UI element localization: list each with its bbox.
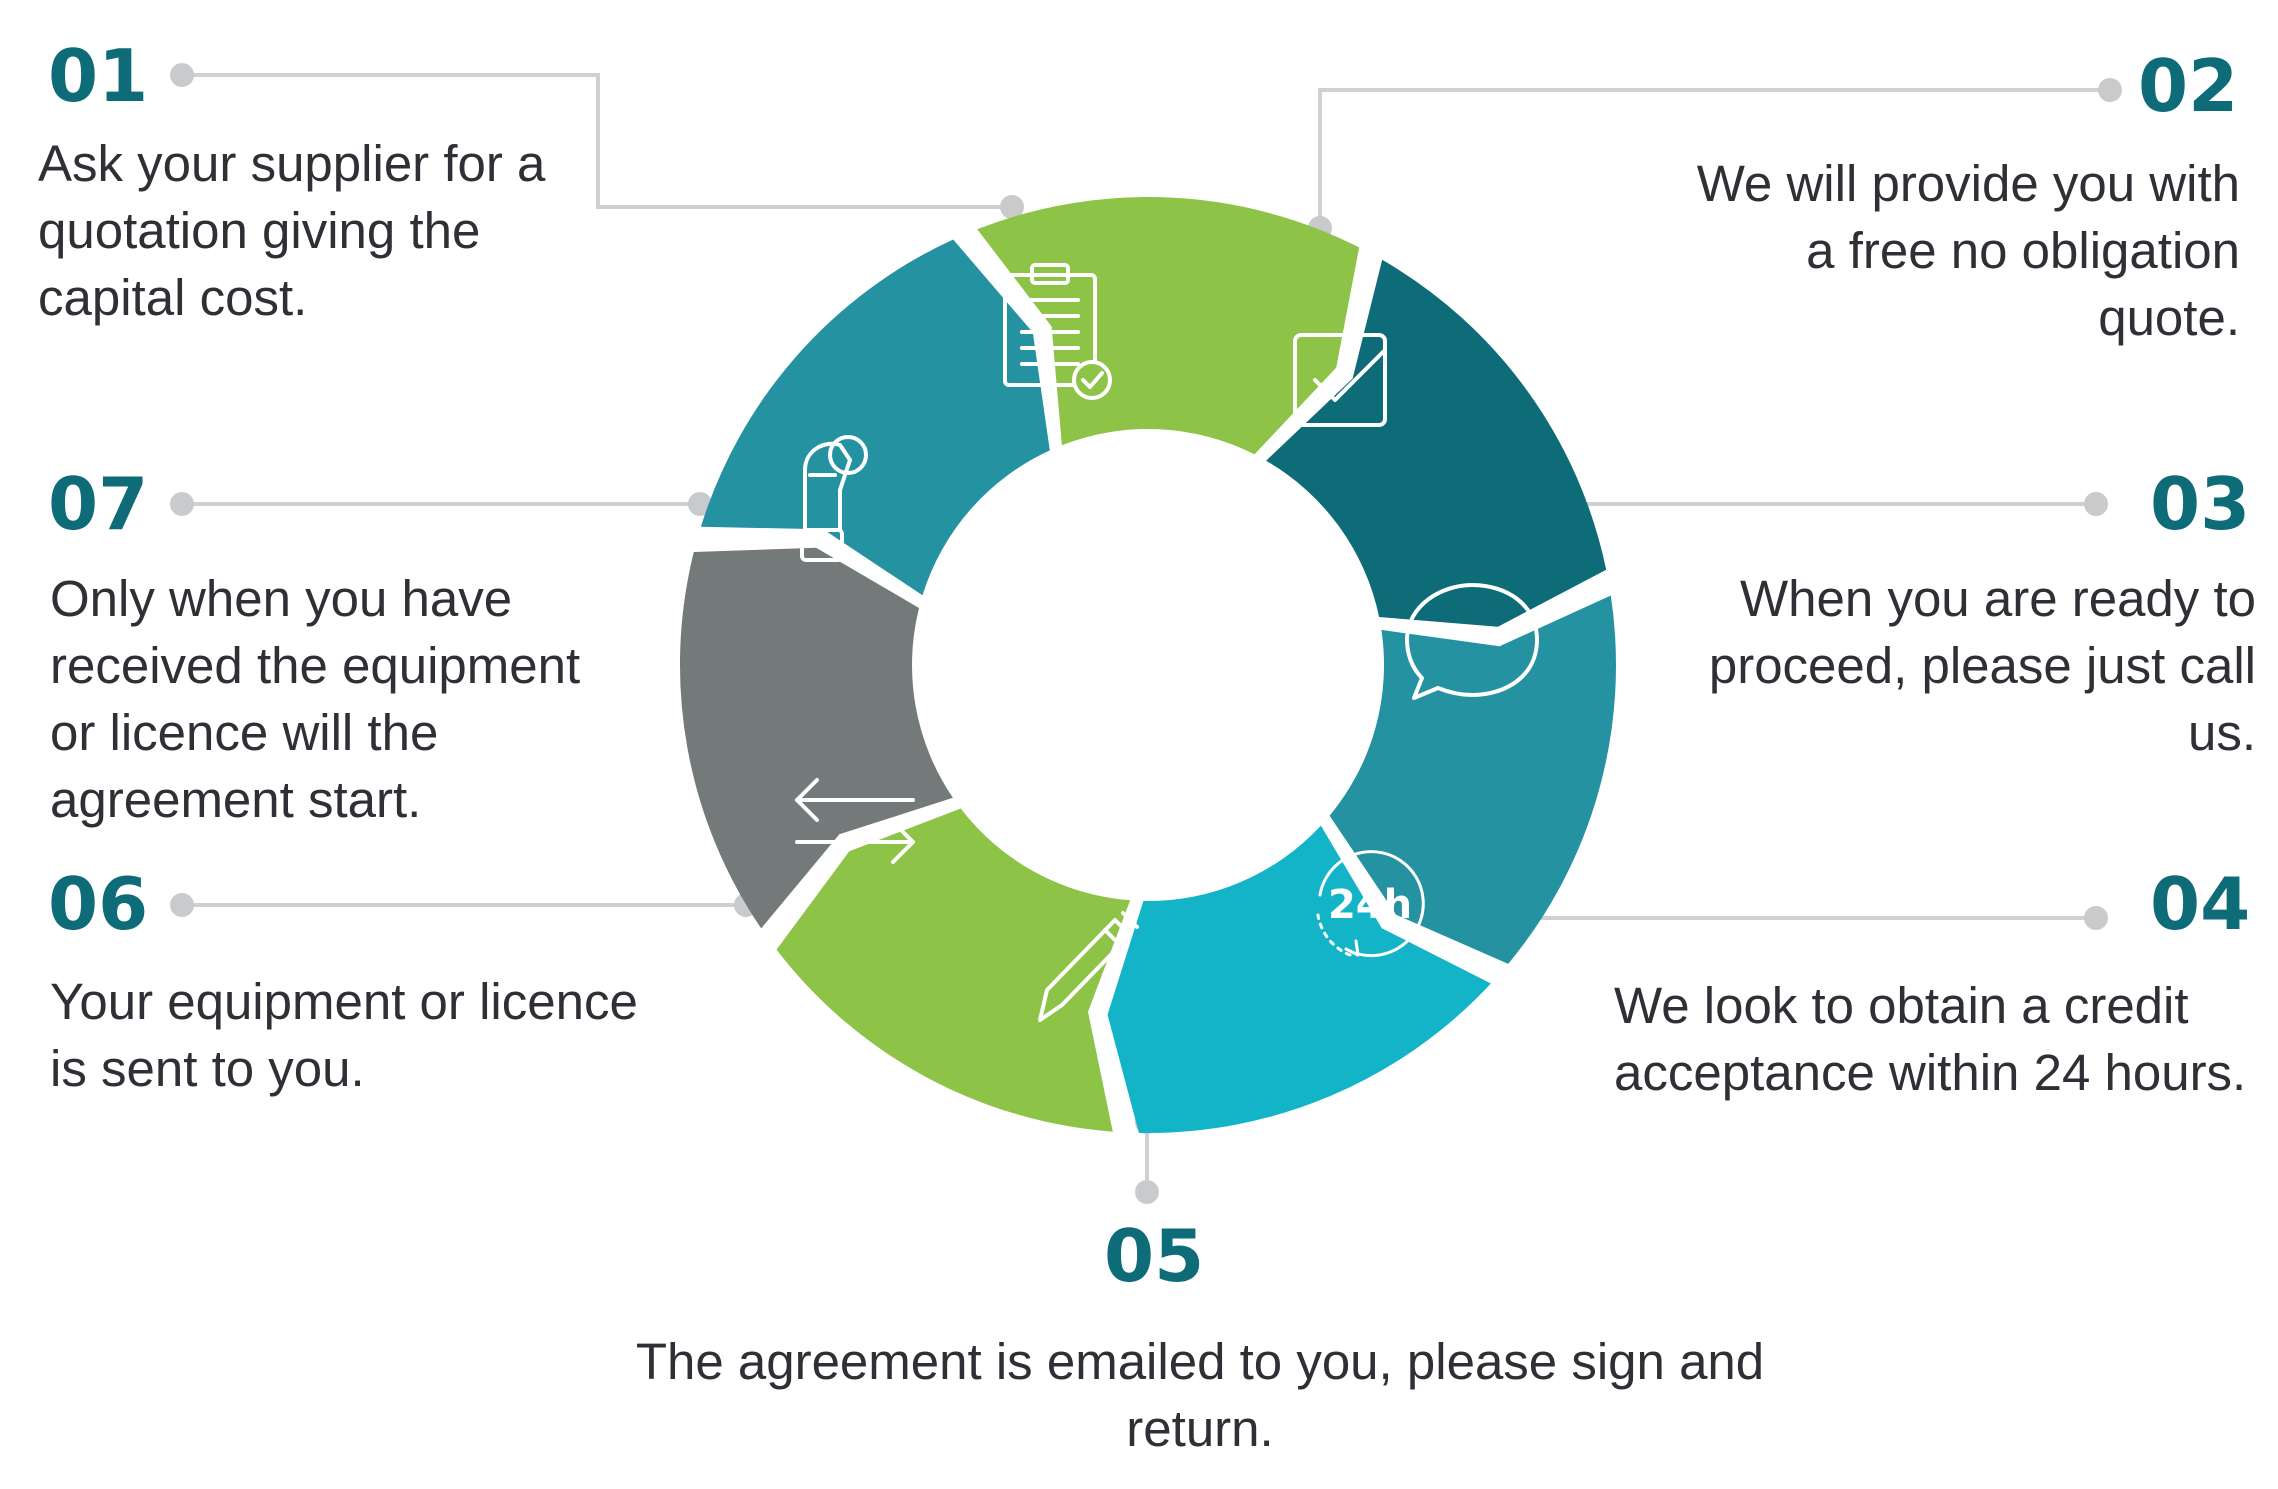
connector-07: [170, 492, 712, 516]
connector-03: [1526, 492, 2108, 516]
description-line: We will provide you with: [1696, 155, 2240, 212]
cycle-segment-07: [700, 239, 1050, 596]
step-description-07: Only when you have received the equipmen…: [50, 565, 580, 833]
description-line: received the equipment: [50, 637, 581, 694]
connector-dot: [2098, 78, 2122, 102]
step-description-06: Your equipment or licence is sent to you…: [50, 968, 638, 1102]
speech-bubble-icon: [1405, 583, 1539, 700]
swap-arrows-icon: [795, 778, 915, 864]
connector-dot: [2084, 906, 2108, 930]
description-line: return.: [1126, 1400, 1274, 1457]
pen-icon: [1038, 911, 1139, 1022]
cycle-segment-02: [1266, 259, 1607, 627]
connector-line: [182, 73, 1012, 209]
description-line: quotation giving the: [38, 202, 481, 259]
cycle-segment-04: [1107, 825, 1491, 1133]
clipboard-check-icon: [1003, 263, 1112, 400]
description-line: When you are ready to: [1740, 570, 2256, 627]
description-line: capital cost.: [38, 269, 308, 326]
description-line: Only when you have: [50, 570, 513, 627]
cycle-segment-05: [776, 808, 1131, 1132]
step-number-02: 02: [2138, 44, 2239, 128]
description-line: agreement start.: [50, 771, 422, 828]
description-line: a free no obligation: [1806, 222, 2240, 279]
connector-dot: [2084, 492, 2108, 516]
connector-dot: [170, 492, 194, 516]
cycle-ring: [679, 197, 1617, 1133]
connector-01: [170, 63, 1024, 219]
connector-dot: [1135, 1180, 1159, 1204]
step-number-05: 05: [1104, 1214, 1205, 1298]
description-line: The agreement is emailed to you, please …: [635, 1333, 1765, 1390]
step-description-01: Ask your supplier for a quotation giving…: [38, 130, 545, 331]
description-line: or licence will the: [50, 704, 439, 761]
description-line: Ask your supplier for a: [38, 135, 546, 192]
step-number-01: 01: [48, 34, 149, 118]
step-description-03: When you are ready to proceed, please ju…: [1709, 565, 2256, 766]
cycle-icons: 24h: [795, 263, 1539, 1022]
step-number-04: 04: [2150, 862, 2251, 946]
24h-clock-icon: 24h: [1316, 850, 1425, 958]
connector-dot: [170, 893, 194, 917]
connector-line: [1318, 88, 2110, 228]
connector-dot: [170, 63, 194, 87]
checkbox-icon: [1293, 333, 1387, 427]
connector-06: [170, 893, 758, 917]
description-line: Your equipment or licence: [50, 973, 638, 1030]
hand-coin-icon: [800, 435, 868, 562]
description-line: us.: [2187, 704, 2256, 761]
description-line: quote.: [2098, 289, 2240, 346]
connector-04: [1514, 906, 2108, 930]
step-description-05: The agreement is emailed to you, please …: [560, 1328, 1840, 1462]
description-line: proceed, please just call: [1708, 637, 2256, 694]
cycle-segment-06: [679, 547, 953, 929]
cycle-segment-01: [977, 197, 1360, 455]
step-number-07: 07: [48, 462, 149, 546]
connector-dot: [688, 492, 712, 516]
description-line: acceptance within 24 hours.: [1614, 1044, 2247, 1101]
connector-dot: [1000, 195, 1024, 219]
step-description-04: We look to obtain a credit acceptance wi…: [1614, 972, 2246, 1106]
step-number-06: 06: [48, 862, 149, 946]
icon-24h-label: 24h: [1328, 882, 1412, 928]
description-line: We look to obtain a credit: [1614, 977, 2189, 1034]
step-number-03: 03: [2150, 462, 2251, 546]
cycle-segment-03: [1329, 595, 1617, 964]
description-line: is sent to you.: [50, 1040, 365, 1097]
step-description-02: We will provide you with a free no oblig…: [1697, 150, 2240, 351]
